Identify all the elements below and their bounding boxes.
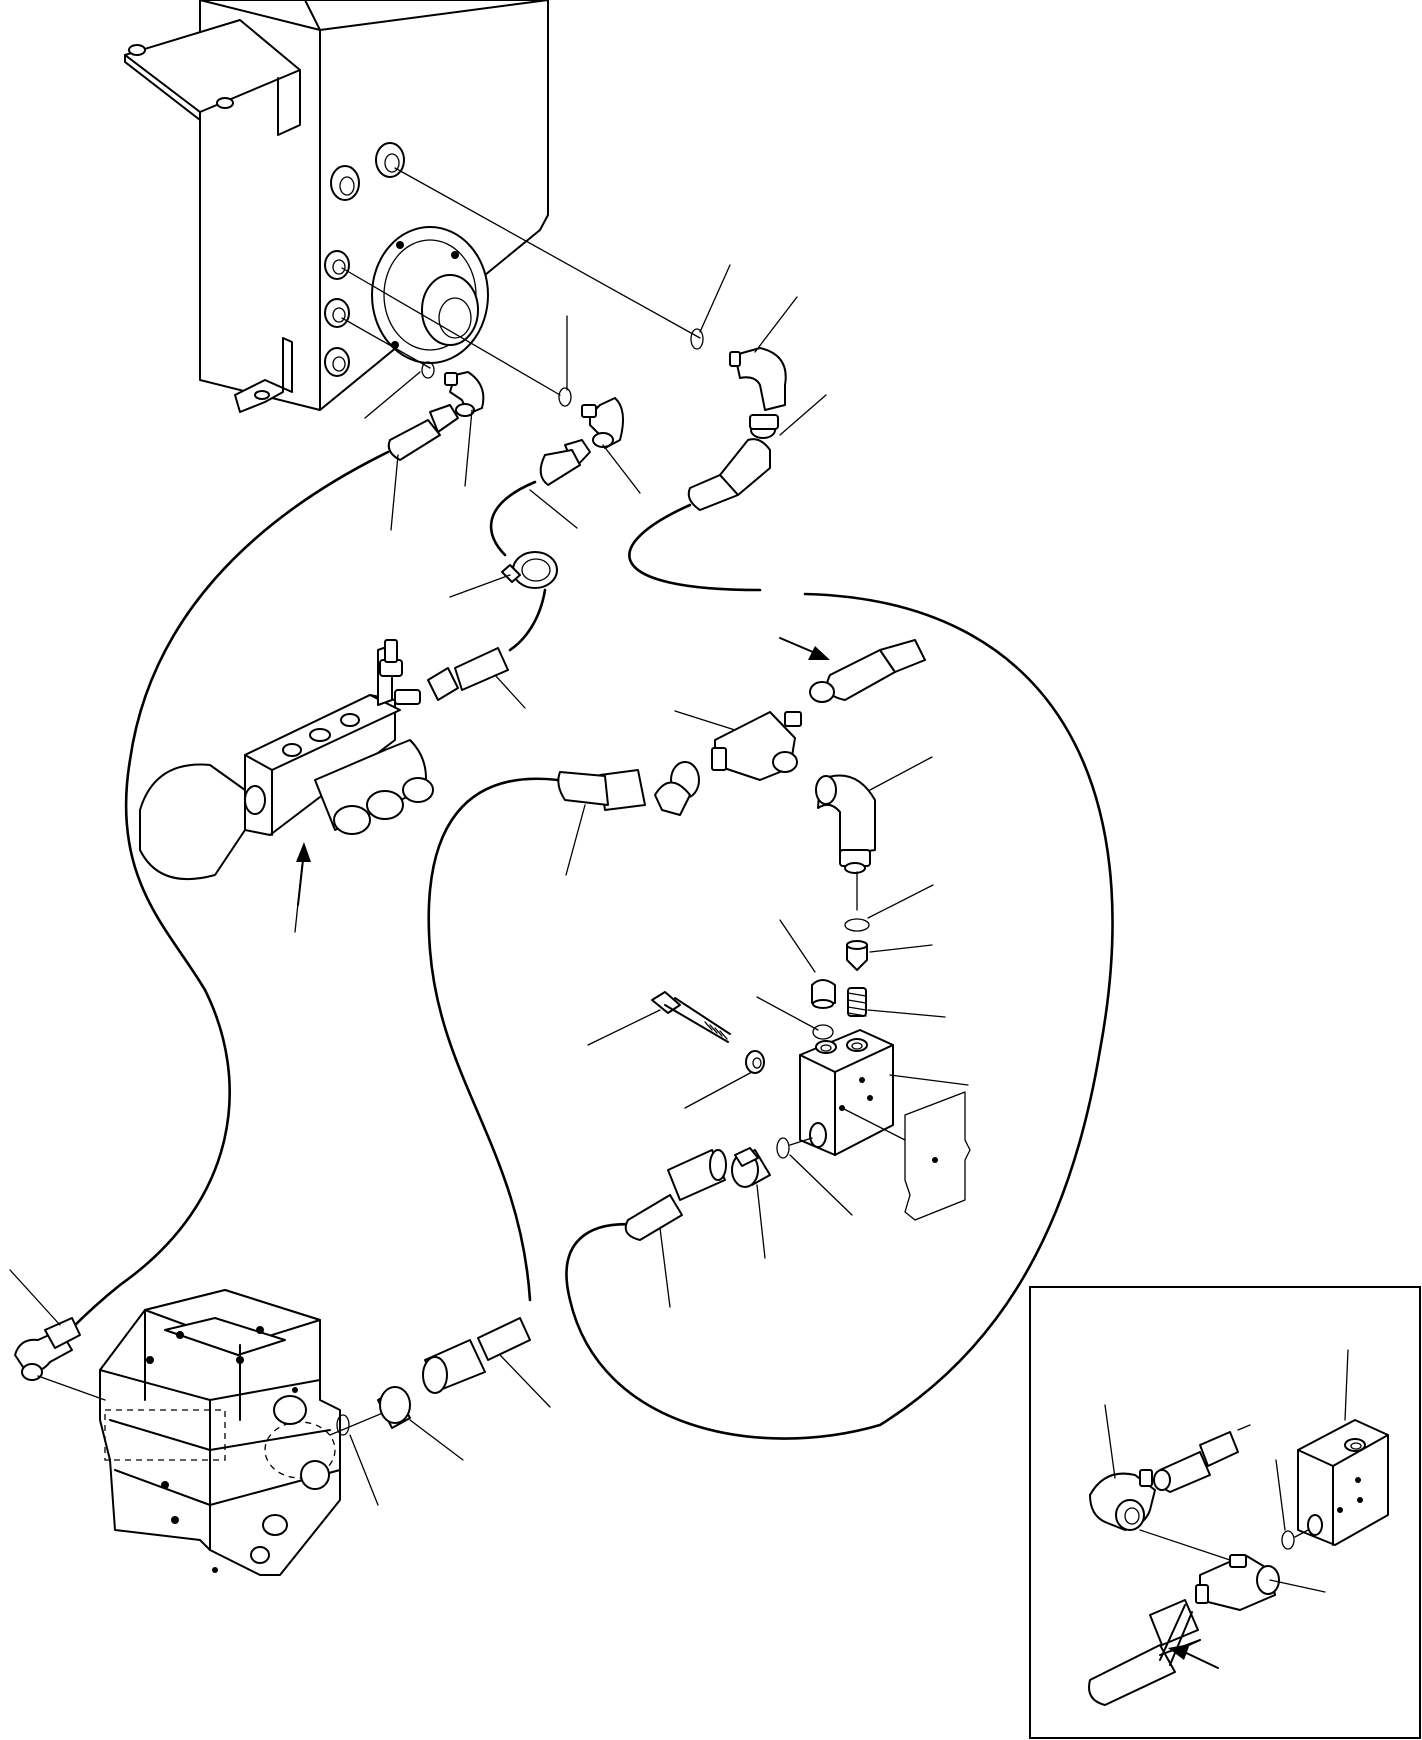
hydraulic-tank bbox=[124, 0, 549, 413]
hose-end-fitting bbox=[539, 439, 591, 486]
hose-end-fitting bbox=[387, 404, 459, 461]
hose-end-fitting bbox=[687, 438, 771, 511]
o-ring bbox=[558, 387, 572, 407]
direction-arrows bbox=[296, 637, 830, 906]
accumulator-valve-block bbox=[139, 639, 509, 881]
o-ring bbox=[690, 328, 704, 350]
o-ring bbox=[336, 1414, 350, 1436]
hose-end-fitting bbox=[422, 1317, 531, 1394]
elbow-fitting bbox=[581, 397, 625, 449]
detail-inset bbox=[1029, 1286, 1421, 1739]
hoses bbox=[68, 450, 1114, 1440]
hose-clamp bbox=[501, 551, 558, 589]
elbow-fitting bbox=[729, 347, 787, 439]
o-ring bbox=[421, 361, 435, 379]
o-ring bbox=[776, 1137, 790, 1159]
elbow-fitting bbox=[14, 1317, 81, 1381]
hose-end-fitting bbox=[624, 1149, 727, 1241]
center-lines bbox=[341, 167, 701, 396]
tee-fitting-group bbox=[557, 639, 926, 874]
elbow-fitting bbox=[444, 371, 485, 417]
connector-fitting bbox=[731, 1147, 771, 1188]
hydraulic-pump bbox=[99, 1289, 341, 1576]
mounting-plate bbox=[904, 1091, 971, 1221]
o-ring bbox=[844, 918, 870, 932]
check-valve-block bbox=[651, 940, 894, 1156]
connector-fitting bbox=[377, 1386, 411, 1429]
tank-ports bbox=[324, 142, 405, 377]
callout-leaders bbox=[9, 264, 969, 1506]
